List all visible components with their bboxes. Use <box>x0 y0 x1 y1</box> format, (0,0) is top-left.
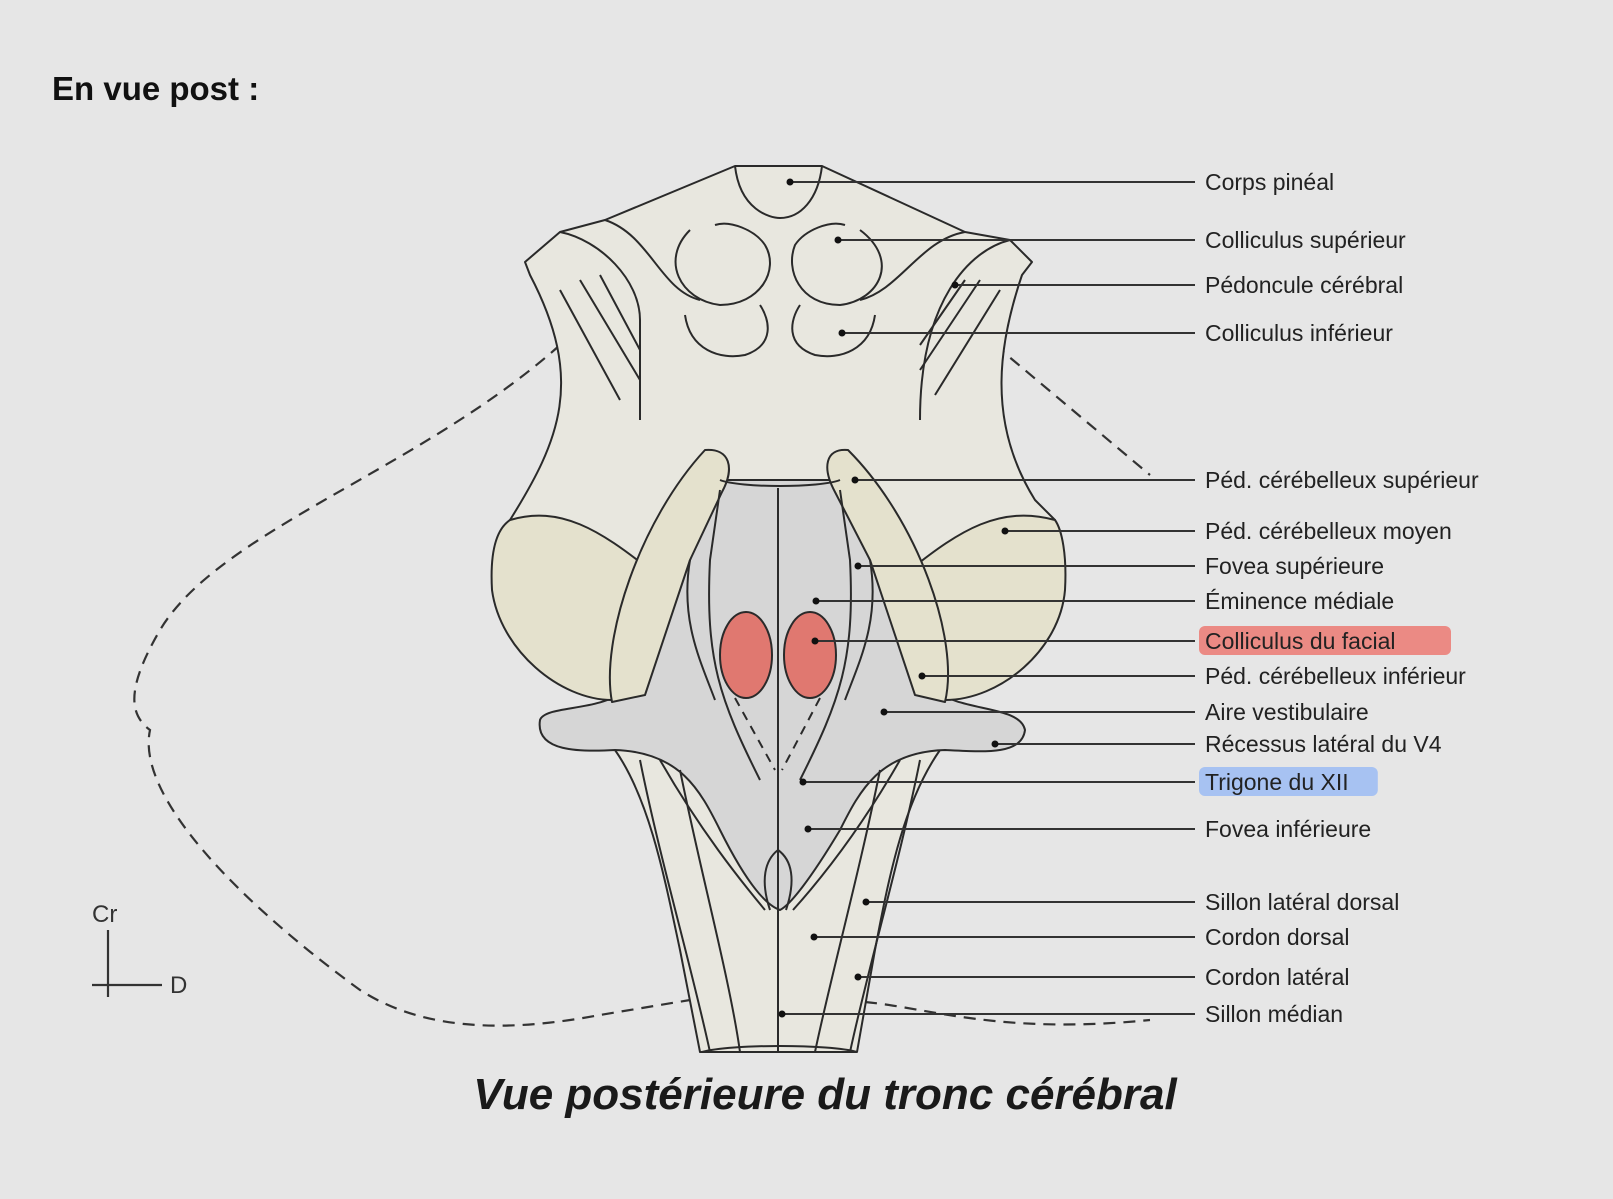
label-ped-cerebelleux-moyen: Péd. cérébelleux moyen <box>1205 518 1452 544</box>
leader-dot <box>811 637 819 645</box>
label-colliculus-du-facial: Colliculus du facial <box>1205 628 1395 654</box>
section-heading: En vue post : <box>52 70 260 107</box>
leader-dot <box>804 825 812 833</box>
leader-dot <box>880 708 888 716</box>
facial-colliculus-right <box>783 611 837 699</box>
leader-dot <box>854 973 862 981</box>
label-ped-cerebelleux-inferieur: Péd. cérébelleux inférieur <box>1205 663 1466 689</box>
orientation-indicator <box>92 930 162 997</box>
label-fovea-inferieure: Fovea inférieure <box>1205 816 1371 842</box>
leader-dot <box>778 1010 786 1018</box>
label-fovea-superieure: Fovea supérieure <box>1205 553 1384 579</box>
middle-cerebellar-peduncle-right <box>909 514 1067 701</box>
label-highlight <box>1199 626 1451 655</box>
leader-dot <box>834 236 842 244</box>
anatomical-detail-lines <box>559 165 1011 1053</box>
label-cordon-lateral: Cordon latéral <box>1205 964 1349 990</box>
label-colliculus-superieur: Colliculus supérieur <box>1205 227 1406 253</box>
leader-dot <box>812 597 820 605</box>
cerebellum-outline <box>133 344 1151 1027</box>
leader-dot <box>810 933 818 941</box>
leader-dot <box>862 898 870 906</box>
leader-dot <box>851 476 859 484</box>
facial-colliculus-left <box>719 611 773 699</box>
midbrain-body <box>509 165 1056 571</box>
superior-cerebellar-peduncle-left <box>608 448 730 703</box>
leader-dot <box>918 672 926 680</box>
label-ped-cerebelleux-superieur: Péd. cérébelleux supérieur <box>1205 467 1479 493</box>
dashed-grooves <box>734 697 821 771</box>
label-trigone-du-xii: Trigone du XII <box>1205 769 1349 795</box>
leader-dot <box>854 562 862 570</box>
label-aire-vestibulaire: Aire vestibulaire <box>1205 699 1369 725</box>
leader-dot <box>951 281 959 289</box>
leader-dot <box>786 178 794 186</box>
label-pedoncule-cerebral: Pédoncule cérébral <box>1205 272 1403 298</box>
diagram-caption: Vue postérieure du tronc cérébral <box>473 1070 1177 1119</box>
label-colliculus-inferieur: Colliculus inférieur <box>1205 320 1393 346</box>
label-cordon-dorsal: Cordon dorsal <box>1205 924 1349 950</box>
cranial-label: Cr <box>92 901 117 928</box>
label-corps-pineal: Corps pinéal <box>1205 169 1334 195</box>
leader-dot <box>1001 527 1009 535</box>
leader-dot <box>799 778 807 786</box>
label-sillon-lateral-dorsal: Sillon latéral dorsal <box>1205 889 1399 915</box>
label-sillon-median: Sillon médian <box>1205 1001 1343 1027</box>
label-recessus-lateral-du-v4: Récessus latéral du V4 <box>1205 731 1442 757</box>
label-eminence-mediale: Éminence médiale <box>1205 588 1394 614</box>
leader-dot <box>838 329 846 337</box>
label-highlight <box>1199 767 1378 796</box>
superior-cerebellar-peduncle-right <box>826 448 949 703</box>
leader-dot <box>991 740 999 748</box>
right-label: D <box>170 972 187 999</box>
